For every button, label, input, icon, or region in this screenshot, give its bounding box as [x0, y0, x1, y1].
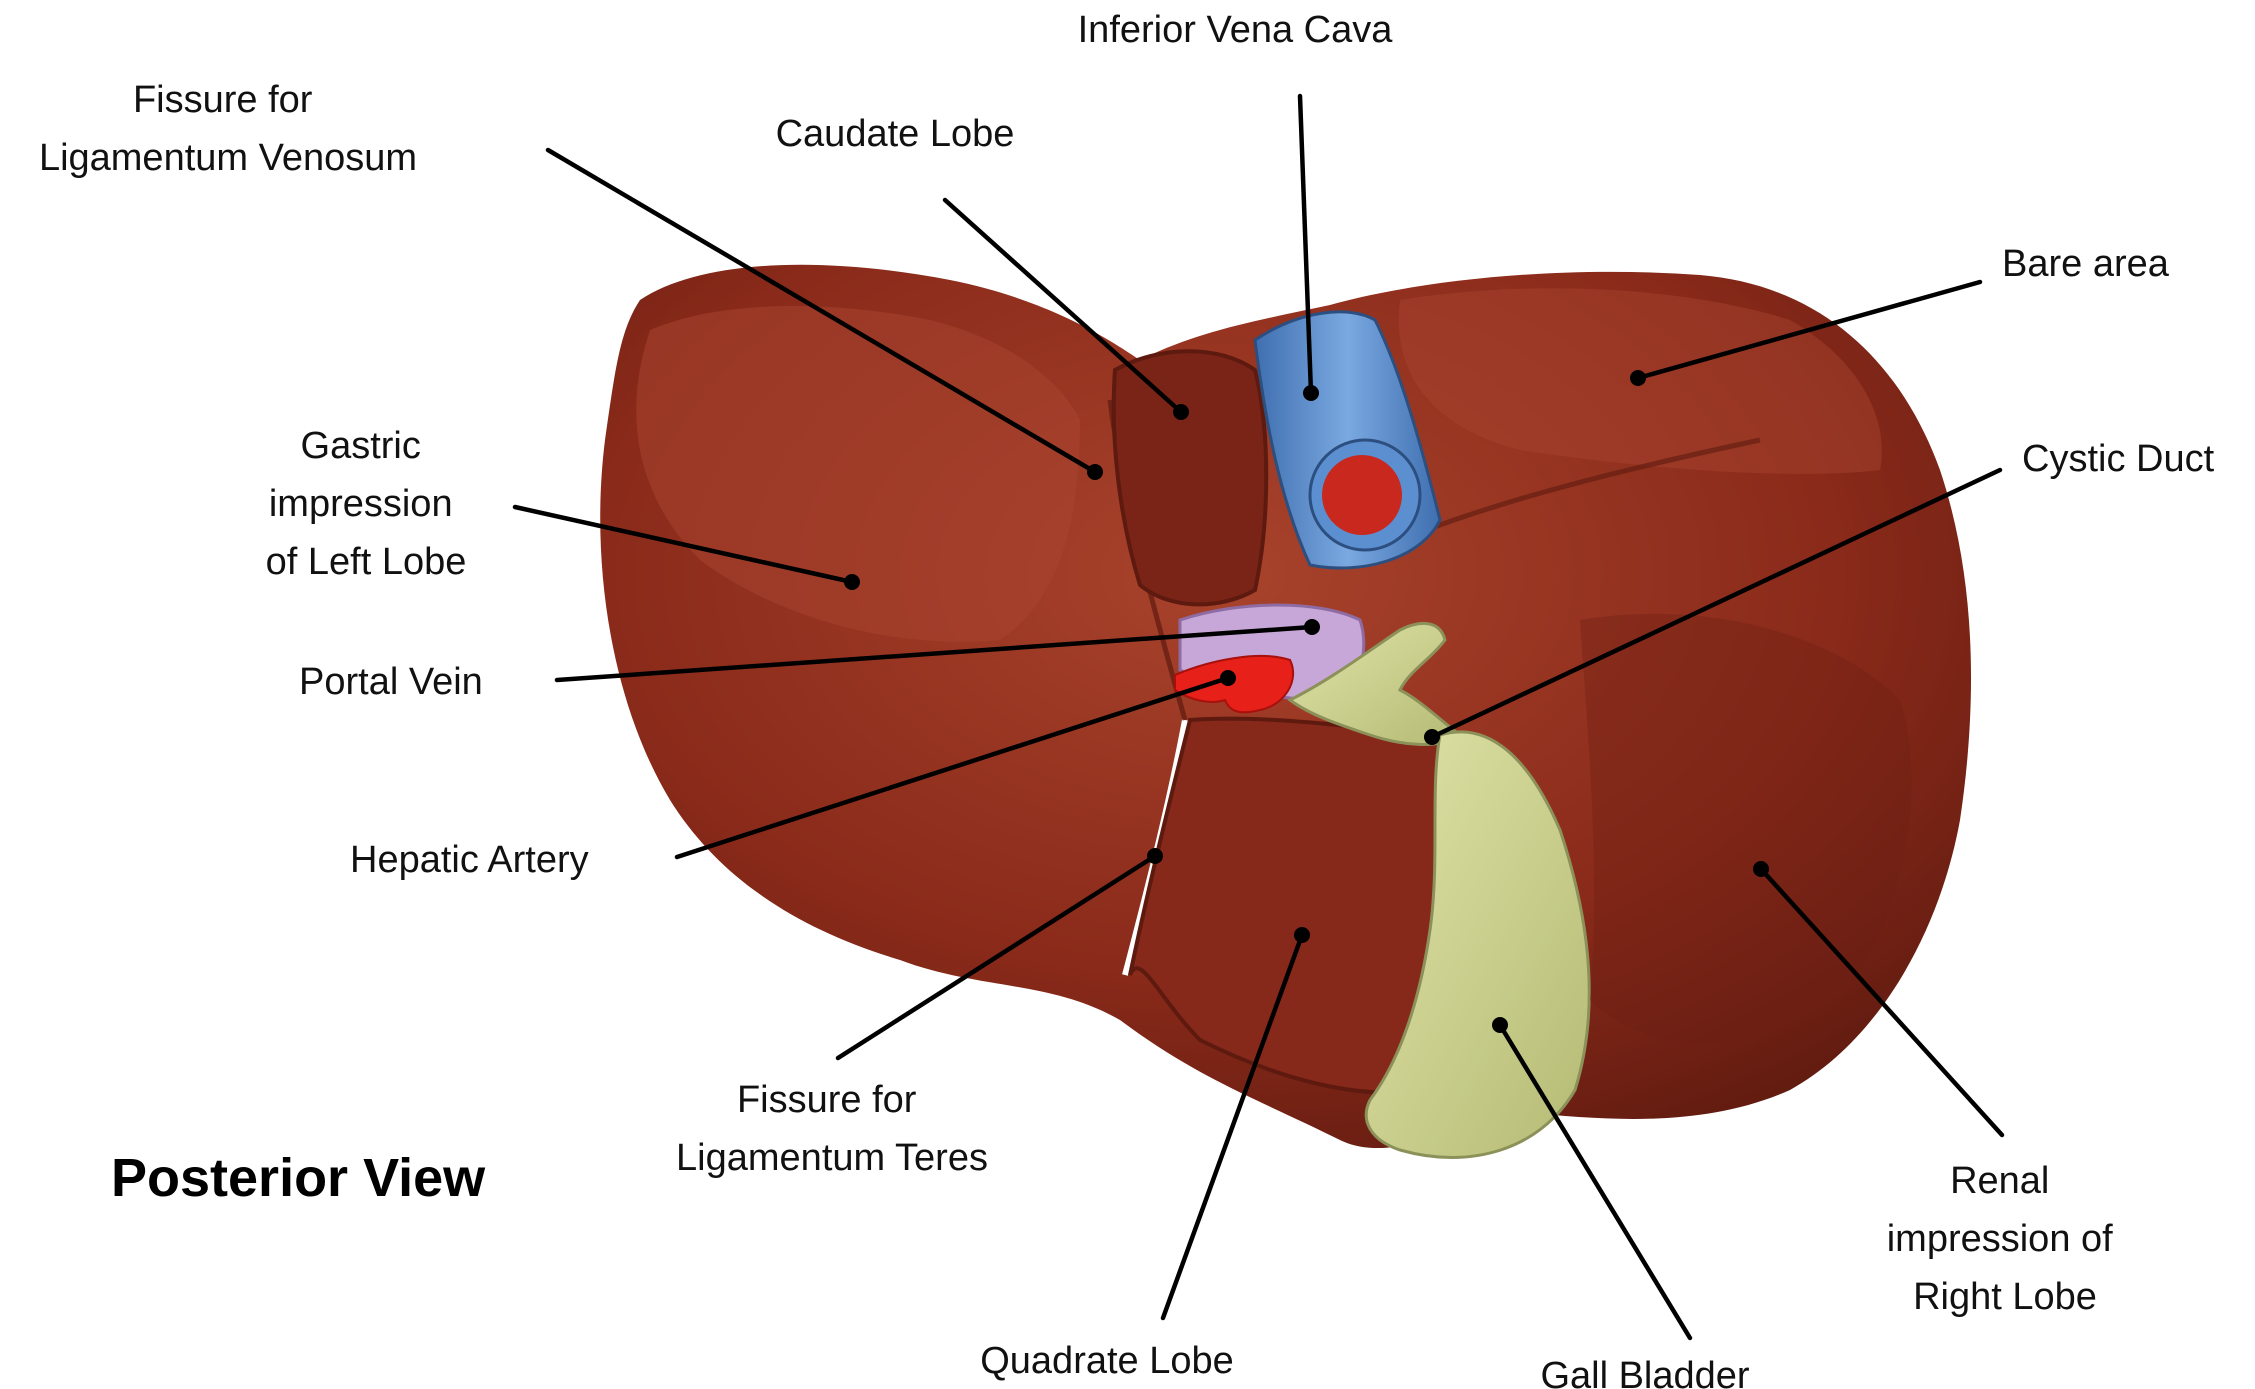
label-gastric-impression: Gastric impression of Left Lobe	[266, 425, 467, 583]
label-renal-impression: Renal impression of Right Lobe	[1887, 1160, 2124, 1318]
vena-cava-lumen-inner	[1322, 455, 1402, 535]
label-fissure-ligamentum-teres: Fissure for Ligamentum Teres	[676, 1079, 988, 1179]
page-title: Posterior View	[111, 1148, 486, 1208]
dot-gastric-impression	[844, 574, 860, 590]
dot-bare-area	[1630, 370, 1646, 386]
dot-inferior-vena-cava	[1303, 385, 1319, 401]
label-caudate-lobe: Caudate Lobe	[776, 113, 1015, 155]
label-fissure-ligamentum-venosum: Fissure for Ligamentum Venosum	[39, 79, 417, 179]
label-cystic-duct: Cystic Duct	[2022, 438, 2215, 480]
caudate-lobe-shape	[1114, 351, 1267, 604]
label-hepatic-artery: Hepatic Artery	[350, 839, 589, 881]
dot-caudate-lobe	[1173, 404, 1189, 420]
label-bare-area: Bare area	[2002, 243, 2170, 285]
label-inferior-vena-cava: Inferior Vena Cava	[1078, 9, 1394, 51]
liver-illustration	[600, 265, 1971, 1158]
dot-renal-impression	[1753, 861, 1769, 877]
label-quadrate-lobe: Quadrate Lobe	[980, 1340, 1234, 1382]
label-portal-vein: Portal Vein	[299, 661, 483, 703]
dot-fissure-ligamentum-teres	[1147, 848, 1163, 864]
dot-quadrate-lobe	[1294, 927, 1310, 943]
label-gall-bladder: Gall Bladder	[1540, 1355, 1749, 1389]
dot-hepatic-artery	[1220, 670, 1236, 686]
dot-cystic-duct	[1424, 729, 1440, 745]
dot-gall-bladder	[1492, 1017, 1508, 1033]
dot-fissure-ligamentum-venosum	[1087, 464, 1103, 480]
dot-portal-vein	[1304, 619, 1320, 635]
